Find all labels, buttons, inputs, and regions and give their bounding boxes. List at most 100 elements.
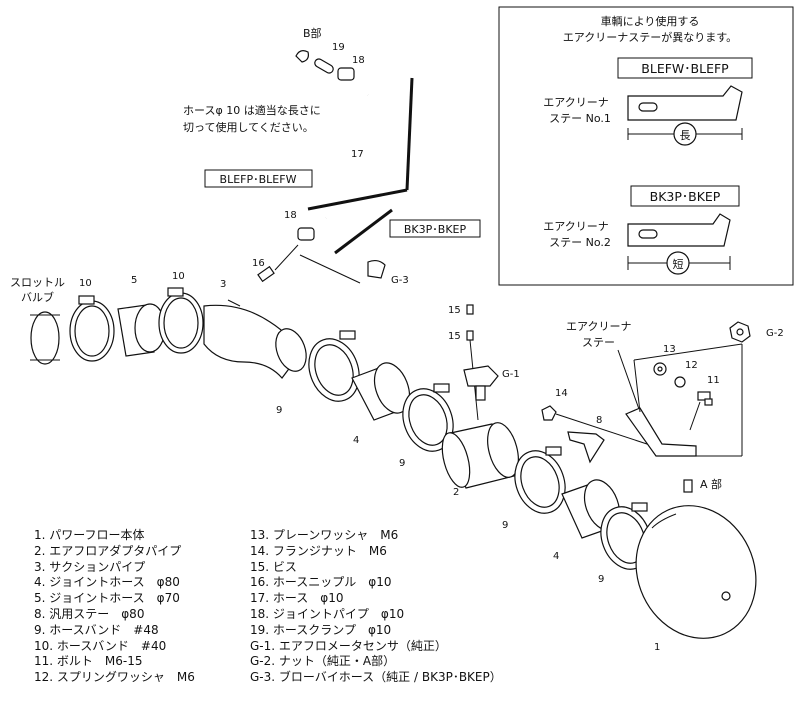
callout-8: 8	[596, 415, 602, 426]
stay1-label-line1: エアクリーナ	[543, 96, 608, 109]
stay-callout-line1: エアクリーナ	[566, 320, 631, 333]
hose-17-fill	[321, 89, 395, 222]
callout-10-left: 10	[79, 278, 92, 289]
bk3p-bkep-box-label: BK3P･BKEP	[404, 223, 467, 236]
callout-3: 3	[220, 279, 226, 290]
hose-band-9-first-icon	[308, 330, 360, 402]
legend-item: 18. ジョイントパイプ φ10	[250, 606, 405, 621]
airflow-meter-sensor-icon	[463, 365, 499, 401]
spring-washer-icon	[674, 376, 686, 388]
legend-item: 16. ホースニップル φ10	[250, 575, 392, 590]
hose-clamp-top-icon	[337, 67, 355, 81]
screw-lower-icon	[466, 330, 474, 341]
legend-item: 12. スプリングワッシャ M6	[34, 670, 195, 685]
legend-item: 11. ボルト M6-15	[34, 654, 143, 669]
bolt-icon	[697, 391, 713, 406]
legend-item: 13. プレーンワッシャ M6	[250, 528, 399, 542]
legend-item: 4. ジョイントホース φ80	[34, 575, 180, 590]
legend-right: 13. プレーンワッシャ M6 14. フランジナット M6 15. ビス 16…	[250, 528, 502, 686]
legend-item: G-1. エアフロメータセンサ（純正）	[250, 638, 447, 653]
callout-2: 2	[453, 487, 459, 498]
legend-item: 14. フランジナット M6	[250, 543, 387, 558]
legend-item: 5. ジョイントホース φ70	[34, 591, 180, 606]
a-part-stud-icon	[683, 479, 693, 493]
callout-g3: G-3	[391, 275, 409, 286]
stay2-label-line2: ステー No.2	[549, 236, 611, 249]
callout-16: 16	[252, 258, 265, 269]
stay1-label-line2: ステー No.1	[549, 112, 611, 125]
hose-band-10-left-icon	[69, 295, 115, 362]
legend-item: 2. エアフロアダプタパイプ	[34, 543, 182, 558]
note-line-1: 車輌により使用する	[601, 14, 700, 28]
hose-band-9-second-icon	[402, 383, 454, 452]
blowby-hose-icon	[367, 259, 386, 279]
air-cleaner-stay-no1-icon: 長	[627, 85, 743, 146]
legend-item: 15. ビス	[250, 559, 297, 574]
power-flow-body-icon	[635, 505, 757, 639]
legend-item: 17. ホース φ10	[250, 591, 344, 606]
callout-15-upper: 15	[448, 305, 461, 316]
variant-b-label: BK3P･BKEP	[650, 189, 721, 204]
length-long-label: 長	[680, 129, 691, 142]
legend-item: 10. ホースバンド #40	[34, 638, 167, 653]
flange-nut-icon	[541, 405, 557, 421]
callout-9-fourth: 9	[598, 574, 604, 585]
b-part-label: B部	[303, 26, 322, 40]
callout-19: 19	[332, 42, 345, 53]
callout-4-second: 4	[553, 551, 559, 562]
callout-1: 1	[654, 642, 660, 653]
legend-item: G-3. ブローバイホース（純正 / BK3P･BKEP）	[250, 670, 502, 685]
callout-g1: G-1	[502, 369, 520, 380]
callout-10-right: 10	[172, 271, 185, 282]
joint-hose-5-icon	[117, 303, 166, 357]
throttle-valve-icon	[30, 311, 60, 365]
nut-g2-icon	[729, 321, 751, 343]
callout-18-top: 18	[352, 55, 365, 66]
callout-g2: G-2	[766, 328, 784, 339]
legend-item: 3. サクションパイプ	[34, 559, 146, 574]
callout-18-mid: 18	[284, 210, 297, 221]
callout-9-first: 9	[276, 405, 282, 416]
legend-left: 1. パワーフロー本体 2. エアフロアダプタパイプ 3. サクションパイプ 4…	[34, 528, 195, 686]
callout-15-lower: 15	[448, 331, 461, 342]
hose-note-line2: 切って使用してください。	[183, 121, 314, 134]
legend-item: G-2. ナット（純正・A部）	[250, 654, 396, 669]
stay-callout-line2: ステー	[582, 336, 615, 349]
callout-12: 12	[685, 360, 698, 371]
airflow-adapter-pipe-icon	[441, 422, 519, 489]
callout-11: 11	[707, 375, 720, 386]
legend-item: 19. ホースクランプ φ10	[250, 622, 392, 637]
universal-stay-icon	[567, 431, 605, 464]
legend-item: 9. ホースバンド #48	[34, 622, 159, 637]
suction-pipe-icon	[203, 299, 307, 379]
callout-9-second: 9	[399, 458, 405, 469]
hose-band-10-right-icon	[158, 287, 204, 354]
hose-clamp-icon	[295, 50, 309, 63]
hose-note-line1: ホースφ 10 は適当な長さに	[183, 103, 321, 117]
throttle-label-line1: スロットル	[10, 276, 65, 289]
air-cleaner-stay-no2-icon: 短	[627, 213, 731, 275]
stay2-label-line1: エアクリーナ	[543, 220, 608, 233]
length-short-label: 短	[673, 257, 684, 271]
joint-pipe-top-icon	[314, 58, 334, 74]
screw-upper-icon	[466, 304, 474, 315]
callout-17: 17	[351, 149, 364, 160]
variant-a-label: BLEFW･BLEFP	[641, 61, 729, 76]
hose-nipple-icon	[257, 265, 275, 283]
callout-4-first: 4	[353, 435, 359, 446]
legend-item: 1. パワーフロー本体	[34, 528, 145, 542]
blefp-blefw-box-label: BLEFP･BLEFW	[220, 173, 297, 186]
variant-note-box: 車輌により使用する エアクリーナステーが異なります。 BLEFW･BLEFP エ…	[498, 6, 794, 286]
plain-washer-icon	[653, 362, 667, 376]
hose-band-9-third-icon	[514, 446, 566, 514]
callout-14: 14	[555, 388, 568, 399]
callout-13: 13	[663, 344, 676, 355]
legend-item: 8. 汎用ステー φ80	[34, 606, 145, 621]
air-cleaner-stay-icon	[625, 407, 697, 457]
note-line-2: エアクリーナステーが異なります。	[563, 30, 737, 44]
a-part-label: A 部	[700, 477, 722, 491]
callout-9-third: 9	[502, 520, 508, 531]
joint-pipe-mid-icon	[297, 227, 315, 241]
throttle-label-line2: バルブ	[21, 290, 54, 304]
